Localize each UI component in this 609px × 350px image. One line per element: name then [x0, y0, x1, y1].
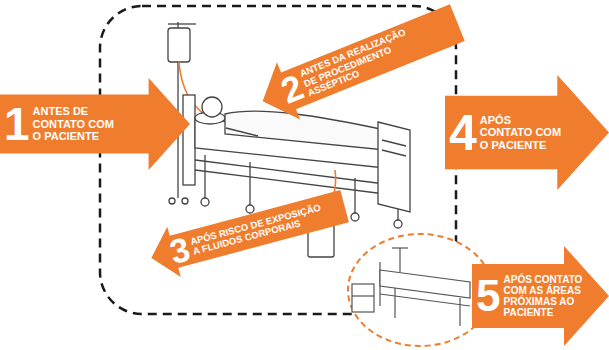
arrow-fill [472, 246, 609, 346]
wheel [201, 198, 209, 206]
arrow-fill [0, 78, 190, 170]
footboard [378, 122, 410, 212]
moment-number: 5 [476, 274, 500, 318]
bedside-table [352, 284, 374, 312]
wheel [246, 205, 254, 213]
moment-number: 1 [4, 101, 30, 147]
wheel [351, 213, 359, 221]
arrow-fill [145, 181, 352, 283]
moment-number: 4 [449, 108, 477, 158]
arrow-fill [251, 0, 469, 130]
arrow-fill [445, 75, 609, 190]
arrow-node: 1ANTES DE CONTATO COM O PACIENTE [0, 78, 190, 170]
wheel [169, 198, 175, 204]
bed-frame [380, 294, 470, 306]
arrow-node: 4APÓS CONTATO COM O PACIENTE [445, 75, 609, 190]
moment-text: APÓS CONTATO COM O PACIENTE [480, 114, 566, 152]
headboard [183, 95, 195, 185]
arrow-content: 1ANTES DE CONTATO COM O PACIENTE [0, 78, 190, 170]
arrow-content: 3APÓS RISCO DE EXPOSIÇÃO A FLUIDOS CORPO… [145, 181, 352, 283]
iv-hook [168, 23, 196, 24]
bed-leg [354, 178, 355, 213]
moment-text: ANTES DA REALIZAÇÃO DE PROCEDIMENTO ASSÉ… [298, 26, 417, 99]
patient-arm [226, 128, 258, 136]
arrow-node: 5APÓS CONTATO COM AS ÁREAS PRÓXIMAS AO P… [472, 246, 609, 346]
arrow-node: 2ANTES DA REALIZAÇÃO DE PROCEDIMENTO ASS… [251, 0, 469, 130]
bed-leg [394, 288, 395, 318]
arrow-content: 2ANTES DA REALIZAÇÃO DE PROCEDIMENTO ASS… [251, 0, 469, 130]
wheel [182, 198, 188, 204]
footboard-rail [382, 140, 406, 146]
drawer-line [352, 295, 374, 296]
arrow-node: 3APÓS RISCO DE EXPOSIÇÃO A FLUIDOS CORPO… [145, 181, 352, 283]
bed-leg [249, 162, 250, 205]
moment-text: APÓS CONTATO COM AS ÁREAS PRÓXIMAS AO PA… [503, 274, 585, 318]
moment-text: ANTES DE CONTATO COM O PACIENTE [33, 105, 119, 143]
lamp-pole [399, 248, 400, 272]
patient-head [202, 97, 222, 117]
wheel [394, 220, 402, 228]
bed-frame [195, 170, 385, 194]
lamp-hook [392, 247, 408, 248]
blanket [225, 111, 385, 150]
mattress [380, 270, 470, 298]
bed-leg [459, 298, 460, 326]
near-zone [348, 234, 492, 346]
footboard-rail [382, 150, 406, 156]
arrow-content: 4APÓS CONTATO COM O PACIENTE [445, 75, 609, 190]
iv-bag [168, 28, 190, 62]
arrow-content: 5APÓS CONTATO COM AS ÁREAS PRÓXIMAS AO P… [472, 246, 609, 346]
near-bed-illustration [352, 248, 470, 326]
